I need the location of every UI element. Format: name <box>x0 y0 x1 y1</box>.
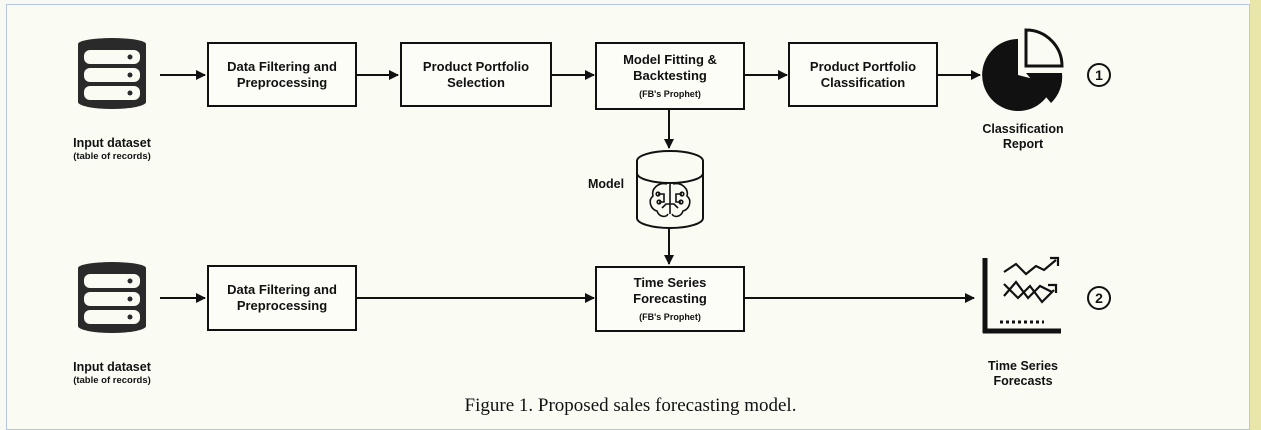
time-series-forecasts-label: Time Series Forecasts <box>988 359 1058 388</box>
pipeline-number-1: 1 <box>1087 63 1111 87</box>
model-fitting-box: Model Fitting & Backtesting (FB's Prophe… <box>595 42 745 110</box>
page-edge <box>1250 0 1261 430</box>
step-label: Product Portfolio Selection <box>422 58 530 90</box>
input-label-text: Input dataset <box>73 360 151 374</box>
input-dataset-label-2: Input dataset (table of records) <box>52 345 172 402</box>
input-dataset-label: Input dataset (table of records) <box>52 121 172 178</box>
step-label: Time Series Forecasting <box>633 275 707 306</box>
portfolio-classification-box: Product Portfolio Classification <box>788 42 938 107</box>
brain-chip-icon <box>636 150 704 229</box>
database-icon <box>78 262 146 333</box>
portfolio-selection-box: Product Portfolio Selection <box>400 42 552 107</box>
classification-report-label: Classification Report <box>982 122 1064 151</box>
database-icon <box>78 38 146 109</box>
pipeline-number-2: 2 <box>1087 286 1111 310</box>
step-label: Model Fitting & Backtesting <box>623 52 717 83</box>
figure-caption: Figure 1. Proposed sales forecasting mod… <box>464 395 797 416</box>
input-sublabel-text: (table of records) <box>73 375 151 386</box>
step-sublabel: (FB's Prophet) <box>639 312 701 322</box>
filter-preprocess-box-2: Data Filtering and Preprocessing <box>207 265 357 331</box>
filter-preprocess-box: Data Filtering and Preprocessing <box>207 42 357 107</box>
step-label: Data Filtering and Preprocessing <box>227 282 337 313</box>
input-label-text: Input dataset <box>73 136 151 150</box>
step-label: Product Portfolio Classification <box>809 58 917 90</box>
input-sublabel-text: (table of records) <box>73 151 151 162</box>
pie-chart-icon <box>982 28 1064 111</box>
model-label: Model <box>587 177 625 191</box>
time-series-forecasting-box: Time Series Forecasting (FB's Prophet) <box>595 266 745 332</box>
line-chart-icon <box>982 256 1061 334</box>
step-sublabel: (FB's Prophet) <box>639 89 701 99</box>
step-label: Data Filtering and Preprocessing <box>227 58 337 90</box>
